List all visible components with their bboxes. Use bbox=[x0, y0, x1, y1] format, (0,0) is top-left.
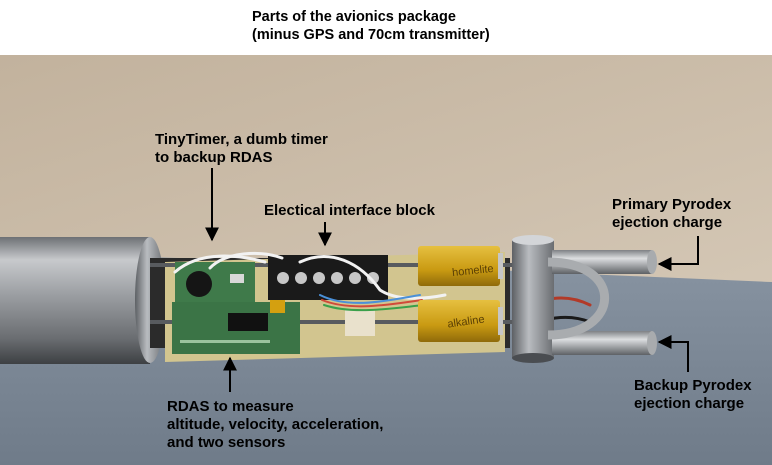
end-bulkhead bbox=[512, 235, 554, 363]
interface-label: Electical interface block bbox=[264, 202, 435, 220]
wires bbox=[173, 251, 592, 324]
title-line-2: (minus GPS and 70cm transmitter) bbox=[252, 27, 490, 43]
rdas-line-3: and two sensors bbox=[167, 434, 286, 451]
backup-line-2: ejection charge bbox=[634, 395, 745, 412]
battery-lower: alkaline bbox=[418, 300, 503, 342]
tinytimer-line-1: TinyTimer, a dumb timer bbox=[155, 131, 328, 148]
backup-charge-label: Backup Pyrodex ejection charge bbox=[634, 377, 752, 413]
rdas-line-2: altitude, velocity, acceleration, bbox=[167, 416, 384, 433]
primary-line-1: Primary Pyrodex bbox=[612, 196, 732, 213]
annotation-arrows bbox=[205, 168, 699, 392]
backup-charge-tube bbox=[552, 331, 657, 355]
airframe-tube bbox=[0, 237, 165, 364]
tinytimer-line-2: to backup RDAS bbox=[155, 149, 273, 166]
rdas-board bbox=[172, 300, 300, 354]
primary-charge-label: Primary Pyrodex ejection charge bbox=[612, 196, 731, 232]
tinytimer-board bbox=[175, 262, 255, 304]
primary-line-2: ejection charge bbox=[612, 214, 723, 231]
backup-arrow bbox=[657, 335, 689, 372]
title-line-1: Parts of the avionics package bbox=[252, 9, 456, 25]
rdas-line-1: RDAS to measure bbox=[167, 398, 294, 415]
battery-lower-label: alkaline bbox=[447, 313, 486, 330]
backup-line-1: Backup Pyrodex bbox=[634, 377, 752, 394]
u-bolt bbox=[547, 257, 609, 340]
primary-arrow bbox=[657, 236, 699, 271]
interface-line-1: Electical interface block bbox=[264, 202, 435, 219]
battery-upper-label: homelite bbox=[452, 263, 495, 279]
background-wall bbox=[0, 55, 772, 295]
page-title: Parts of the avionics package (minus GPS… bbox=[252, 8, 490, 44]
rdas-label: RDAS to measure altitude, velocity, acce… bbox=[167, 398, 383, 452]
tinytimer-label: TinyTimer, a dumb timer to backup RDAS bbox=[155, 131, 328, 167]
battery-upper: homelite bbox=[418, 246, 503, 286]
